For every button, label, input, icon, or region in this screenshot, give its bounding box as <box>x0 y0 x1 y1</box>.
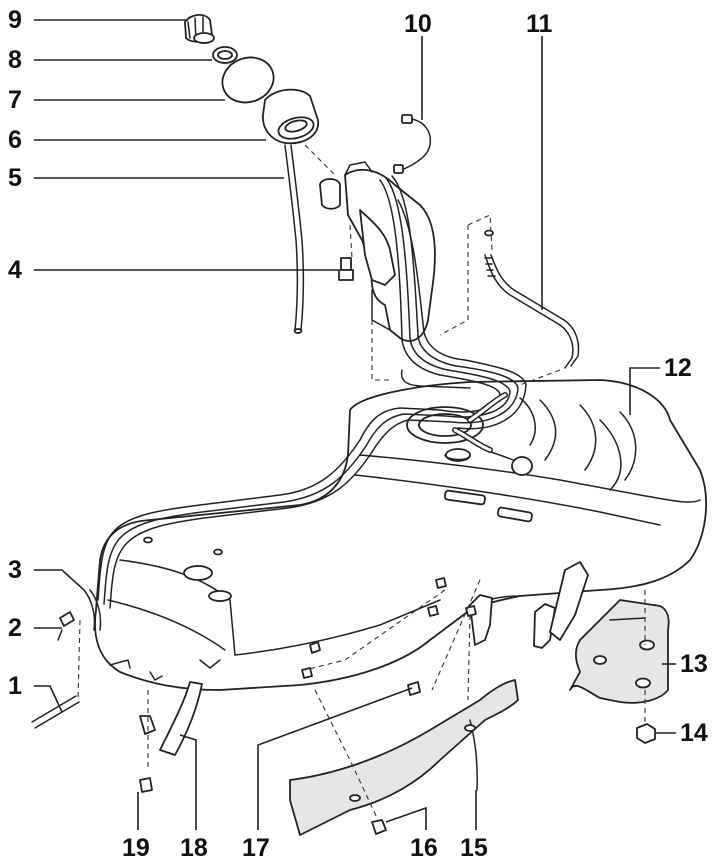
callout-1: 1 <box>8 672 22 700</box>
sensor-wire <box>393 114 432 174</box>
nut <box>636 723 656 744</box>
callout-17: 17 <box>242 834 270 862</box>
tank-strap-rear <box>139 561 589 756</box>
fuel-lines <box>97 359 527 609</box>
callout-6: 6 <box>8 126 22 154</box>
drain-hose <box>284 144 305 334</box>
callout-labels: 9 8 7 6 5 4 3 2 1 10 11 12 13 14 15 16 1… <box>8 6 708 862</box>
callout-19: 19 <box>122 834 150 862</box>
callout-10: 10 <box>404 10 432 38</box>
callout-13: 13 <box>680 650 708 678</box>
callout-7: 7 <box>8 86 22 114</box>
leader-lines <box>34 19 676 830</box>
callout-18: 18 <box>180 834 208 862</box>
callout-2: 2 <box>8 614 22 642</box>
callout-9: 9 <box>8 6 22 34</box>
left-fittings <box>31 589 102 729</box>
strap-bolts <box>139 577 477 835</box>
bolt <box>338 257 354 281</box>
callout-16: 16 <box>410 834 438 862</box>
tank-strap-front <box>289 679 519 836</box>
callout-5: 5 <box>8 164 22 192</box>
callout-4: 4 <box>8 256 22 284</box>
heat-shield <box>569 599 670 704</box>
callout-14: 14 <box>680 719 708 747</box>
callout-3: 3 <box>8 556 22 584</box>
callout-15: 15 <box>460 834 488 862</box>
assembly-lines <box>77 144 646 821</box>
callout-11: 11 <box>526 10 553 38</box>
callout-12: 12 <box>664 354 692 382</box>
filler-cap-parts <box>184 14 319 145</box>
breather-pipe <box>484 229 580 369</box>
callout-8: 8 <box>8 46 22 74</box>
filler-neck-assembly <box>319 161 471 389</box>
